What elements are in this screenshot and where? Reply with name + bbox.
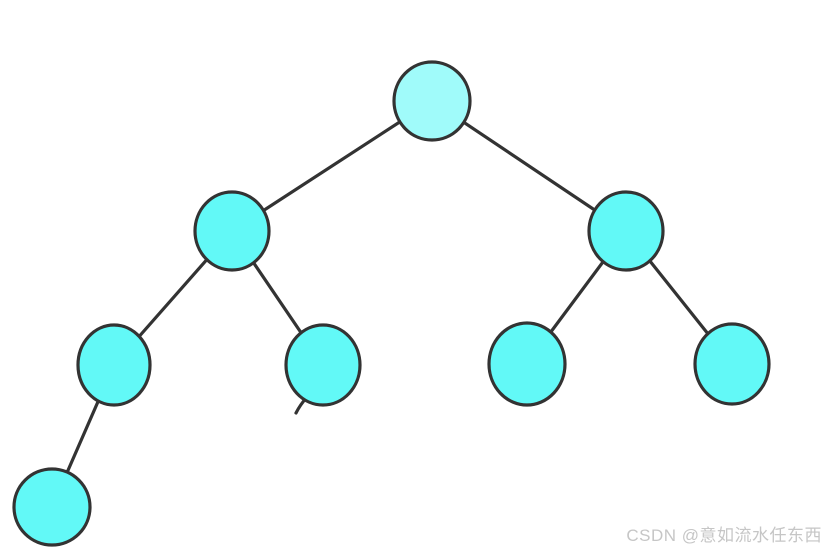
watermark: CSDN @意如流水任东西 — [626, 526, 822, 545]
tree-node-left-right — [284, 323, 362, 407]
tree-node-left-left — [76, 323, 152, 407]
tree-node-right — [587, 190, 665, 272]
tree-node-left — [193, 190, 271, 272]
tree-node-root — [392, 60, 472, 142]
tree-node-right-right — [693, 322, 771, 406]
tree-node-right-left — [487, 321, 567, 407]
tree-node-leftmost-leaf — [12, 467, 92, 547]
